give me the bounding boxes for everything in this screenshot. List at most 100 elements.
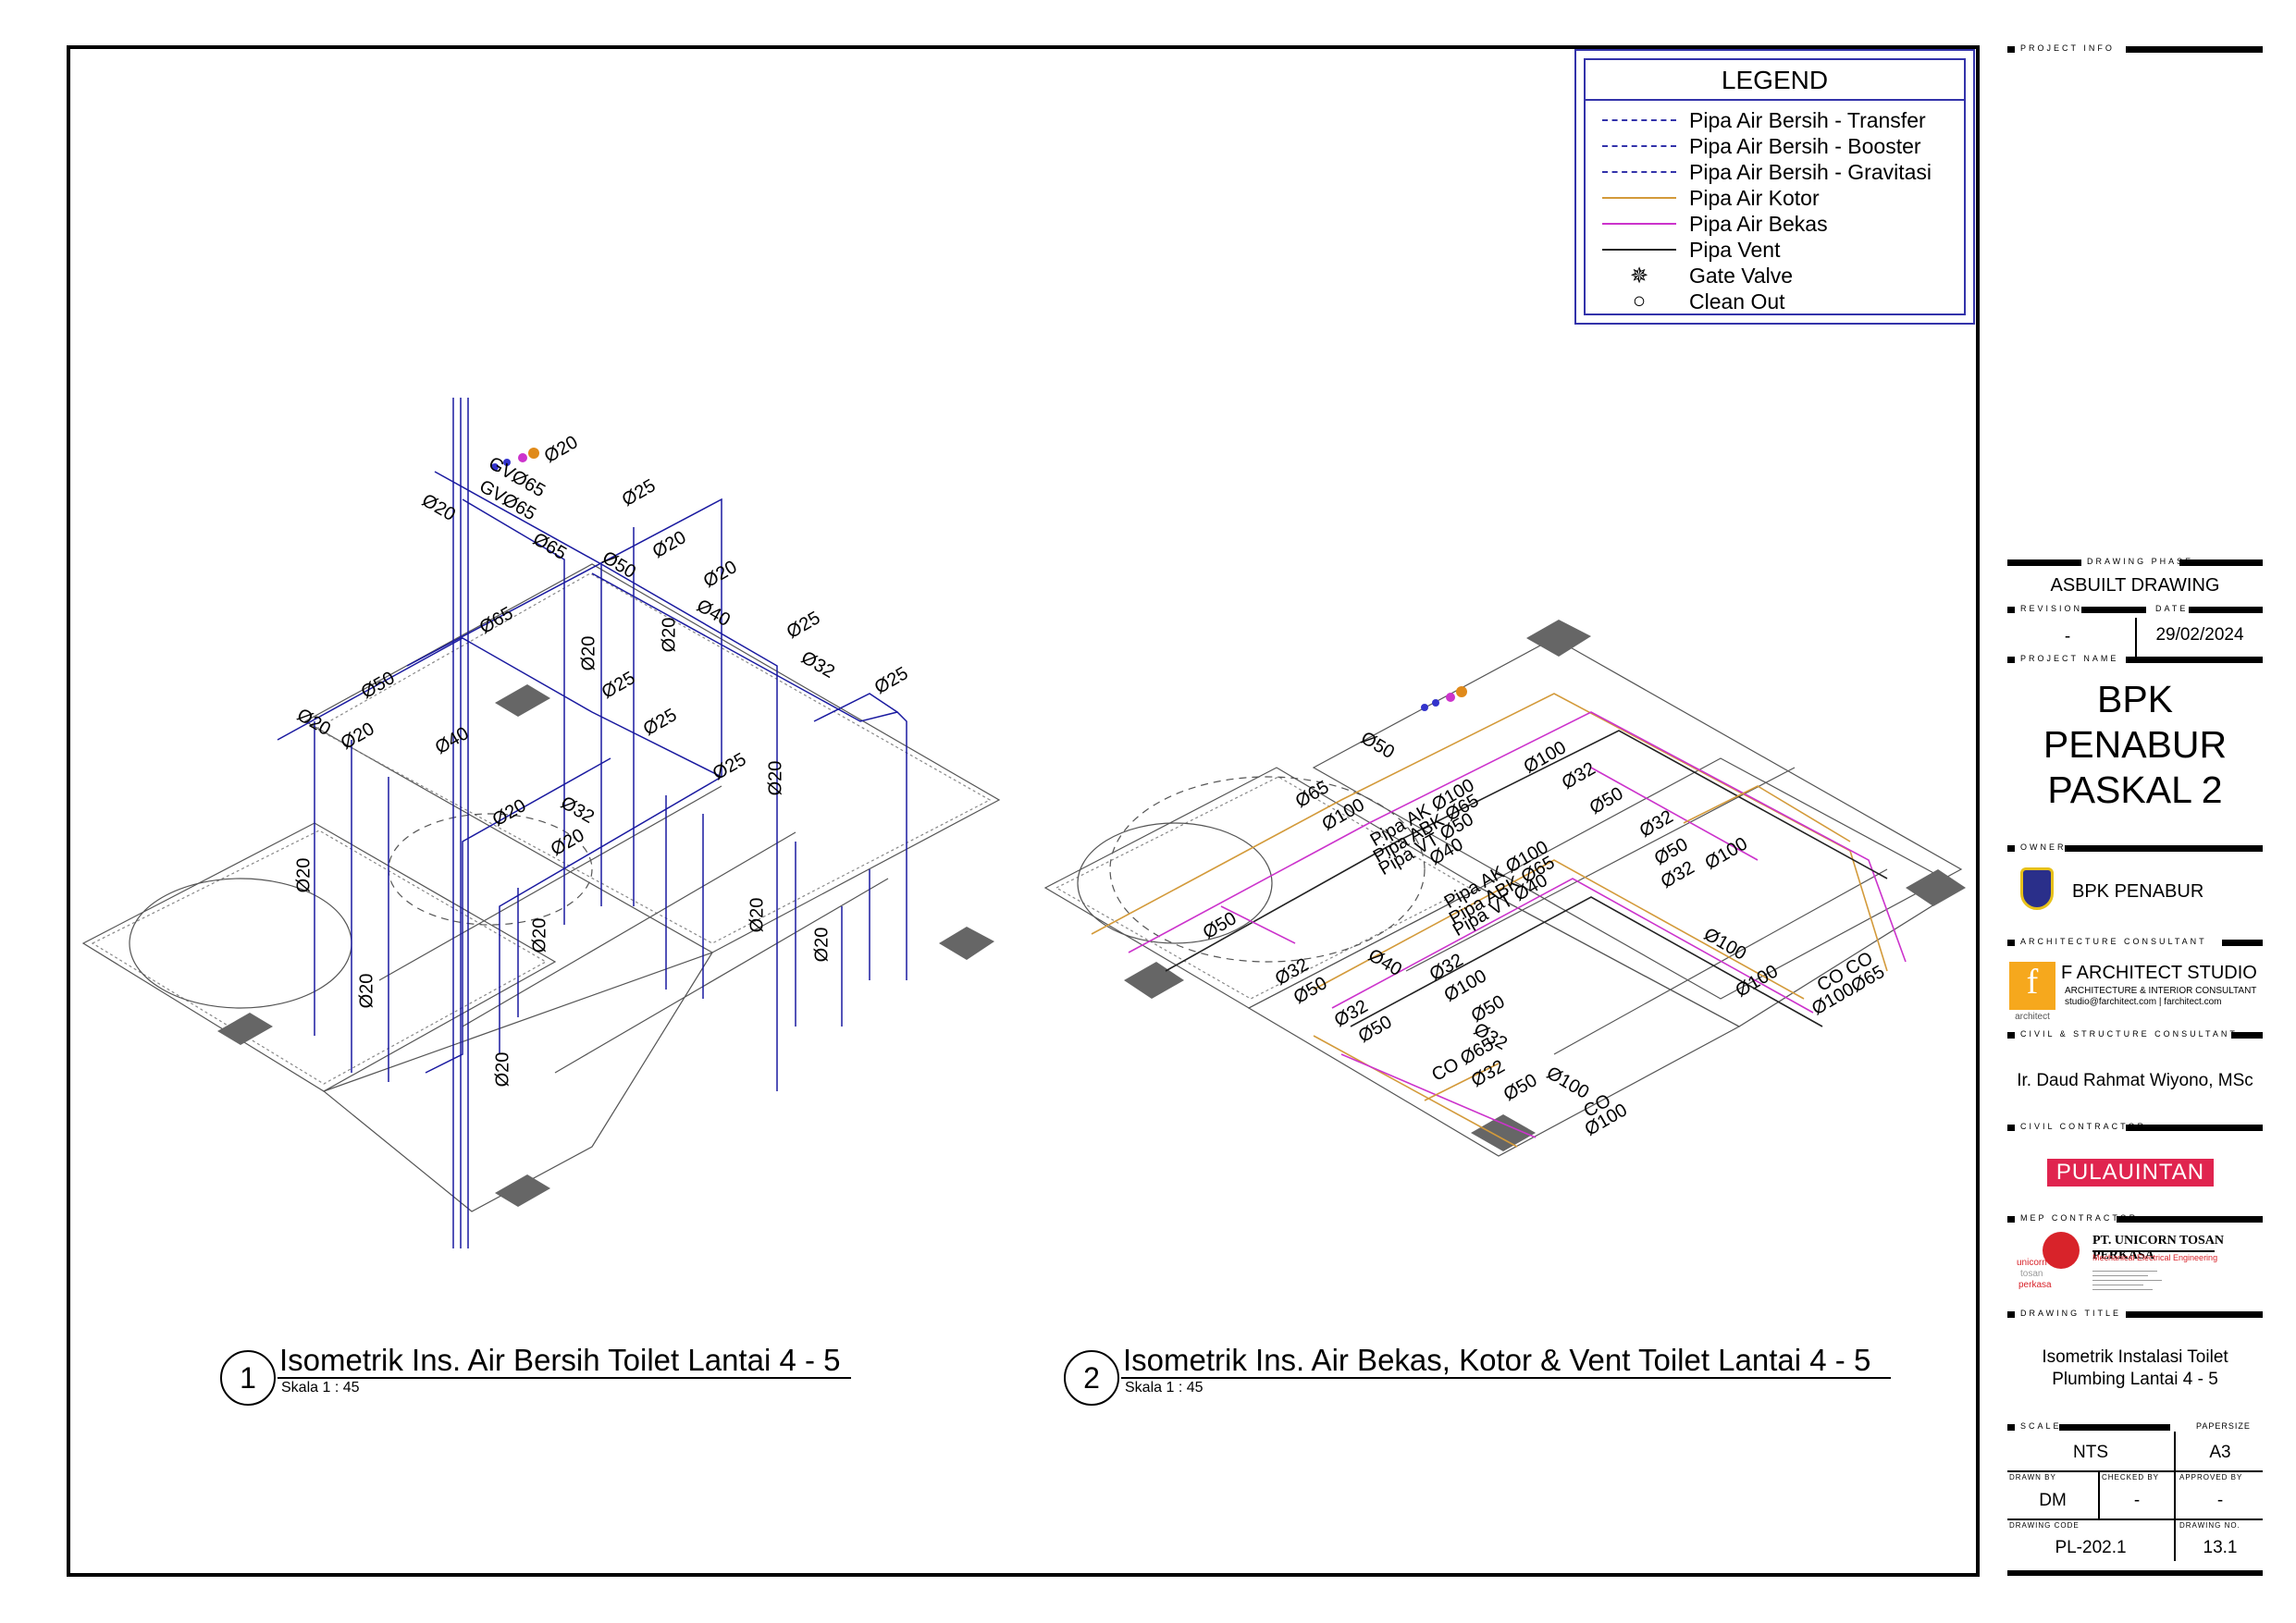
section-label: CIVIL & STRUCTURE CONSULTANT — [2017, 1029, 2241, 1039]
project-name: BPK PENABUR PASKAL 2 — [2007, 677, 2263, 813]
section-label: DRAWING PHASE — [2083, 557, 2198, 566]
legend-divider — [1586, 99, 1964, 101]
solid-line-swatch — [1602, 197, 1676, 199]
owner-logo-icon — [2020, 867, 2054, 910]
dimension-label: Ø20 — [492, 1051, 513, 1088]
title-block-bottom-bar — [2007, 1570, 2263, 1576]
unicorn-logo-word: perkasa — [2018, 1280, 2052, 1290]
column-blocks — [217, 684, 994, 1207]
solid-line-swatch — [1602, 223, 1676, 225]
dimension-label: Ø20 — [747, 897, 768, 933]
owner-name: BPK PENABUR — [2072, 881, 2204, 902]
section-label: DRAWING TITLE — [2017, 1309, 2126, 1318]
mep-contact-lines — [2092, 1267, 2166, 1294]
solid-line-swatch — [1602, 249, 1676, 251]
section-label: PROJECT INFO — [2017, 43, 2118, 53]
section-header: DRAWING PHASE — [2007, 557, 2263, 567]
architect-logo-letter: f — [2026, 963, 2039, 1002]
legend-item-label: Pipa Vent — [1689, 237, 1781, 262]
isometric-clean-water-drawing — [81, 398, 1001, 1248]
caption-underline — [1121, 1377, 1891, 1379]
column-blocks — [1124, 620, 1966, 1151]
cell-divider — [2174, 1432, 2176, 1561]
row-divider — [2007, 1470, 2263, 1472]
dimension-label: Ø20 — [578, 635, 599, 671]
drawing-title-line: Isometrik Instalasi Toilet — [2042, 1347, 2228, 1367]
section-header: OWNER — [2007, 842, 2263, 853]
section-label: CIVIL CONTRACTOR — [2017, 1122, 2151, 1131]
project-name-line: PENABUR — [2043, 723, 2228, 766]
clean-out-icon: ○ — [1632, 289, 1647, 314]
legend-item: Pipa Vent — [1602, 237, 1780, 263]
section-label: DATE — [2152, 604, 2192, 613]
dashed-line-swatch — [1602, 119, 1676, 121]
drawing-number-value: 13.1 — [2203, 1538, 2238, 1557]
mep-contractor-subtitle: Mechanical Electrical Engineering — [2092, 1253, 2218, 1262]
legend-inner-border: LEGEND Pipa Air Bersih - Transfer Pipa A… — [1584, 58, 1966, 315]
dimension-label: Ø20 — [811, 927, 833, 963]
legend-item: ✵ Gate Valve — [1602, 263, 1793, 289]
section-label: PROJECT NAME — [2017, 654, 2123, 663]
dashed-line-swatch — [1602, 145, 1676, 147]
legend-title: LEGEND — [1721, 66, 1829, 94]
section-label: PAPERSIZE — [2192, 1421, 2254, 1431]
legend-item-label: Pipa Air Bekas — [1689, 211, 1828, 236]
revision-value: - — [2064, 627, 2071, 646]
legend-box: LEGEND Pipa Air Bersih - Transfer Pipa A… — [1574, 49, 1975, 325]
gate-valve-icon: ✵ — [1629, 263, 1649, 289]
legend-item: Pipa Air Bersih - Gravitasi — [1602, 159, 1932, 185]
section-label: SCALE — [2017, 1421, 2066, 1431]
cell-label: DRAWN BY — [2009, 1473, 2056, 1482]
legend-item: Pipa Air Bersih - Transfer — [1602, 107, 1926, 133]
section-header: MEP CONTRACTOR — [2007, 1213, 2263, 1223]
legend-item-label: Pipa Air Kotor — [1689, 185, 1820, 210]
approved-by-value: - — [2216, 1491, 2224, 1510]
unicorn-logo-word: tosan — [2020, 1269, 2043, 1279]
floor-plan-outline — [81, 563, 1001, 1212]
civil-consultant-name: Ir. Daud Rahmat Wiyono, MSc — [2017, 1071, 2253, 1090]
cell-label: DRAWING CODE — [2009, 1521, 2080, 1530]
drawing-scale: Skala 1 : 45 — [1125, 1380, 1204, 1396]
caption-underline — [278, 1377, 851, 1379]
paper-size-value: A3 — [2209, 1443, 2231, 1462]
mep-name-underline — [2092, 1250, 2215, 1252]
section-label: REVISION — [2017, 604, 2087, 613]
drawing-scale: Skala 1 : 45 — [281, 1380, 360, 1396]
legend-item: Pipa Air Kotor — [1602, 185, 1820, 211]
legend-item: Pipa Air Bekas — [1602, 211, 1828, 237]
architect-subtitle: ARCHITECTURE & INTERIOR CONSULTANT — [2065, 986, 2257, 996]
section-header: DRAWING TITLE — [2007, 1309, 2263, 1319]
row-divider — [2007, 1518, 2263, 1520]
legend-item-label: Gate Valve — [1689, 263, 1794, 288]
dimension-label: Ø20 — [293, 857, 315, 893]
architect-name: F ARCHITECT STUDIO — [2061, 963, 2257, 983]
unicorn-logo-icon: unicorn tosan perkasa — [2017, 1230, 2085, 1295]
dimension-label: Ø20 — [356, 973, 377, 1009]
unicorn-logo-word: unicorn — [2017, 1258, 2047, 1268]
contractor-logo: PULAUINTAN — [2047, 1159, 2214, 1187]
cell-label: CHECKED BY — [2102, 1473, 2160, 1482]
project-name-line: PASKAL 2 — [2047, 768, 2223, 811]
gate-valve-markers — [1421, 686, 1467, 711]
drawing-frame — [67, 45, 1980, 1577]
dimension-label: Ø20 — [529, 917, 550, 953]
project-name-line: BPK — [2096, 678, 2174, 720]
legend-item: ○Clean Out — [1602, 289, 1785, 314]
drawing-title: Isometrik Ins. Air Bekas, Kotor & Vent T… — [1123, 1343, 1871, 1377]
drawing-number-circle: 2 — [1064, 1350, 1119, 1406]
cell-label: DRAWING NO. — [2179, 1521, 2240, 1530]
drawing-code-value: PL-202.1 — [2055, 1538, 2127, 1557]
drawing-title-block: Isometrik Instalasi Toilet Plumbing Lant… — [2007, 1346, 2263, 1391]
legend-item-label: Pipa Air Bersih - Transfer — [1689, 107, 1926, 132]
waste-vent-pipes — [1091, 693, 1907, 1148]
drawn-by-value: DM — [2039, 1491, 2067, 1510]
drawing-phase: ASBUILT DRAWING — [2050, 575, 2220, 596]
drawing-title: Isometrik Ins. Air Bersih Toilet Lantai … — [279, 1343, 841, 1377]
dimension-label: Ø20 — [659, 617, 680, 653]
dashed-line-swatch — [1602, 171, 1676, 173]
section-label: ARCHITECTURE CONSULTANT — [2017, 937, 2211, 946]
section-header: REVISION DATE — [2007, 604, 2263, 614]
architect-contact: studio@farchitect.com | farchitect.com — [2065, 997, 2222, 1007]
isometric-waste-vent-drawing — [1043, 620, 1966, 1157]
